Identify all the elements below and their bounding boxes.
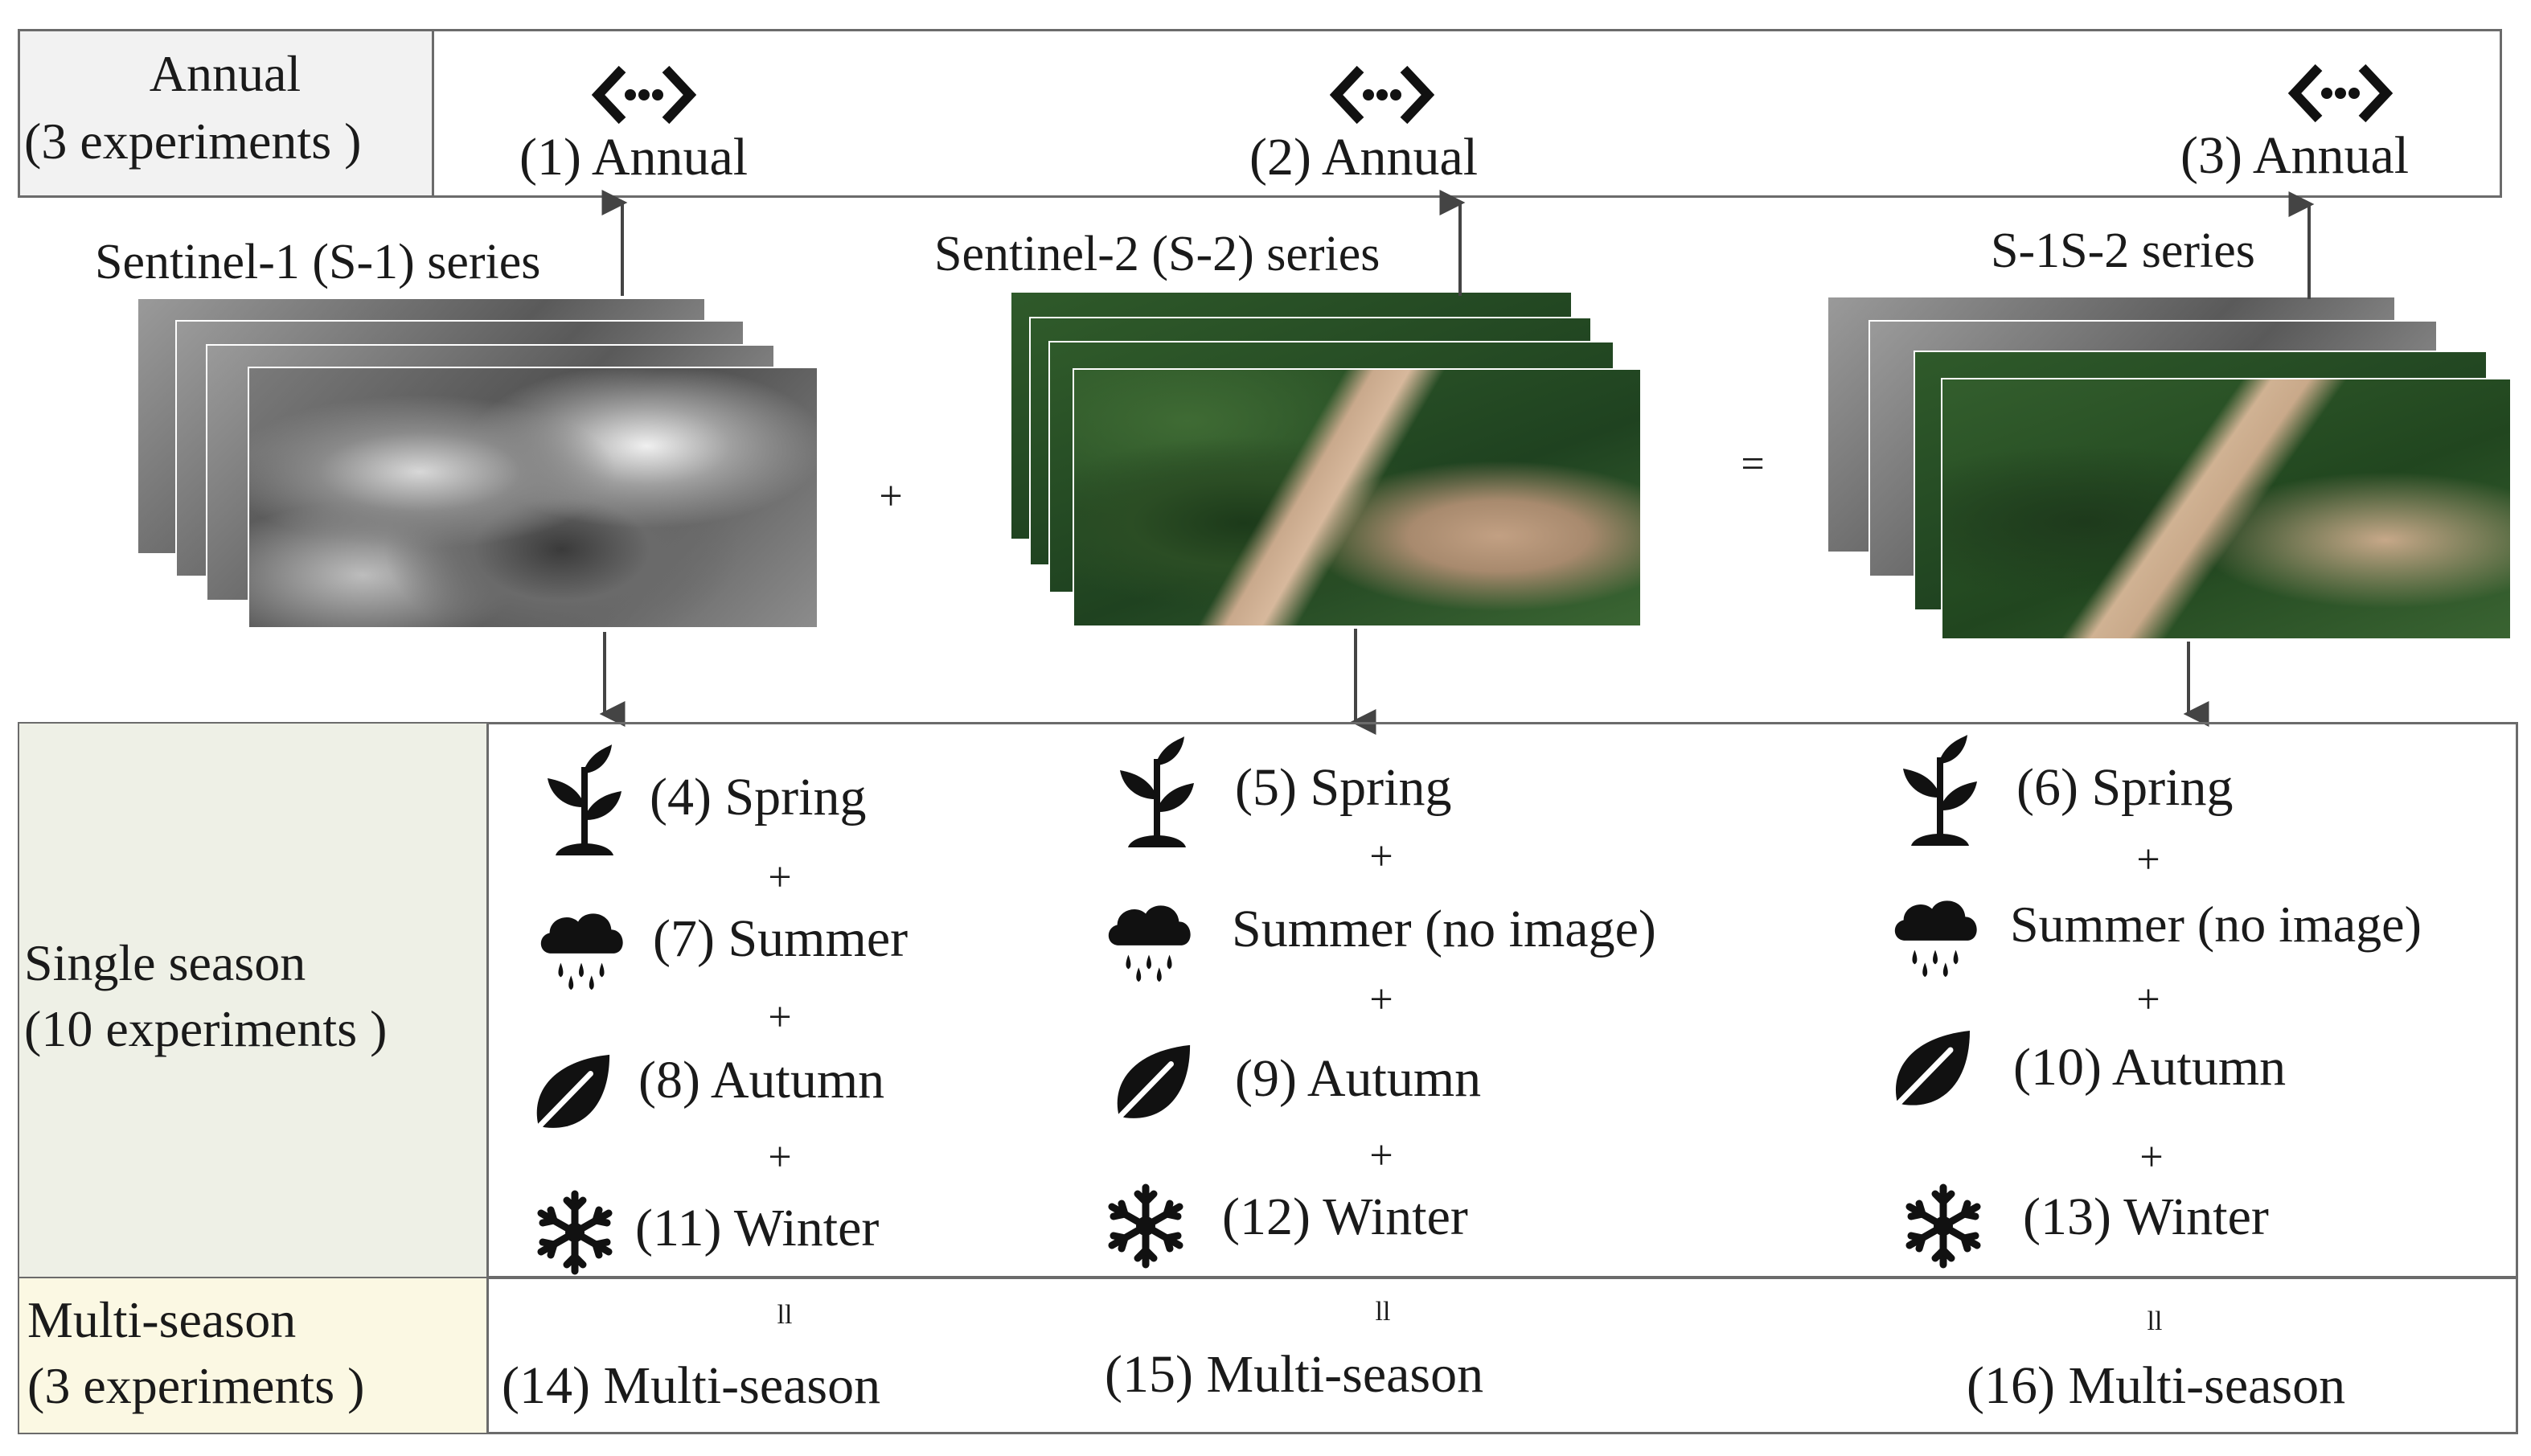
- sensor-label-s2: Sentinel-2 (S-2) series: [934, 227, 1380, 281]
- summer-label: Summer (no image): [2010, 896, 2422, 953]
- seedling-icon: [1116, 735, 1198, 847]
- multi-season-label: (14) Multi-season: [502, 1356, 881, 1415]
- annual-experiment-label: (2) Annual: [1249, 128, 1479, 187]
- rain-cloud-icon: [534, 904, 629, 992]
- leaf-icon: [1108, 1040, 1195, 1127]
- snowflake-icon: [531, 1188, 619, 1277]
- single-season-label-cell: [19, 724, 489, 1277]
- plus-operator: +: [2136, 837, 2160, 883]
- plus-operator: +: [768, 855, 792, 900]
- autumn-label: (10) Autumn: [2013, 1038, 2287, 1097]
- spring-label: (4) Spring: [650, 768, 867, 826]
- rain-cloud-icon: [1888, 891, 1983, 979]
- plus-operator: +: [1369, 834, 1393, 880]
- annual-label-cell: [18, 29, 434, 198]
- leaf-icon: [527, 1050, 614, 1137]
- multi-season-label: (16) Multi-season: [1967, 1356, 2346, 1415]
- winter-label: (13) Winter: [2023, 1187, 2269, 1246]
- s2-image-front: [1073, 368, 1642, 627]
- plus-operator: +: [768, 1134, 792, 1180]
- multi-season-row: [18, 1277, 2518, 1434]
- s1-image-front: [248, 367, 818, 629]
- plus-operator: +: [2139, 1134, 2164, 1180]
- annual-experiment-label: (3) Annual: [2180, 126, 2410, 185]
- seedling-icon: [1899, 733, 1981, 846]
- multi-season-label-cell: [19, 1278, 489, 1433]
- snowflake-icon: [1101, 1182, 1190, 1270]
- plus-operator: +: [768, 995, 792, 1040]
- winter-label: (11) Winter: [635, 1199, 880, 1257]
- multi-season-label-line2: (3 experiments ): [27, 1357, 365, 1414]
- equals-operator: =: [1741, 441, 1765, 487]
- equals-operator: ll: [777, 1300, 793, 1330]
- winter-label: (12) Winter: [1222, 1187, 1468, 1246]
- multi-season-label-line1: Multi-season: [27, 1291, 297, 1348]
- plus-operator: +: [1369, 977, 1393, 1023]
- multi-season-label: (15) Multi-season: [1105, 1345, 1484, 1404]
- sensor-label-s1s2: S-1S-2 series: [1991, 224, 2255, 278]
- annual-label-line1: Annual: [149, 45, 302, 102]
- seedling-icon: [544, 743, 626, 855]
- snowflake-icon: [1899, 1182, 1987, 1270]
- plus-operator: +: [879, 474, 903, 519]
- equals-operator: ll: [1375, 1297, 1391, 1327]
- sensor-label-s1: Sentinel-1 (S-1) series: [95, 235, 541, 289]
- autumn-label: (8) Autumn: [638, 1051, 885, 1109]
- annual-experiment-label: (1) Annual: [519, 128, 749, 187]
- single-season-label-line1: Single season: [24, 934, 306, 991]
- s1s2-image-front: [1941, 378, 2512, 640]
- rain-cloud-icon: [1101, 896, 1196, 984]
- summer-label: Summer (no image): [1232, 900, 1656, 958]
- summer-label: (7) Summer: [653, 909, 909, 968]
- annual-label-line2: (3 experiments ): [24, 113, 362, 170]
- single-season-label-line2: (10 experiments ): [24, 1000, 388, 1057]
- spring-label: (5) Spring: [1235, 758, 1452, 817]
- plus-operator: +: [1369, 1133, 1393, 1179]
- leaf-icon: [1886, 1026, 1975, 1114]
- plus-operator: +: [2136, 977, 2160, 1023]
- autumn-label: (9) Autumn: [1235, 1049, 1482, 1108]
- spring-label: (6) Spring: [2016, 758, 2234, 817]
- equals-operator: ll: [2147, 1306, 2163, 1336]
